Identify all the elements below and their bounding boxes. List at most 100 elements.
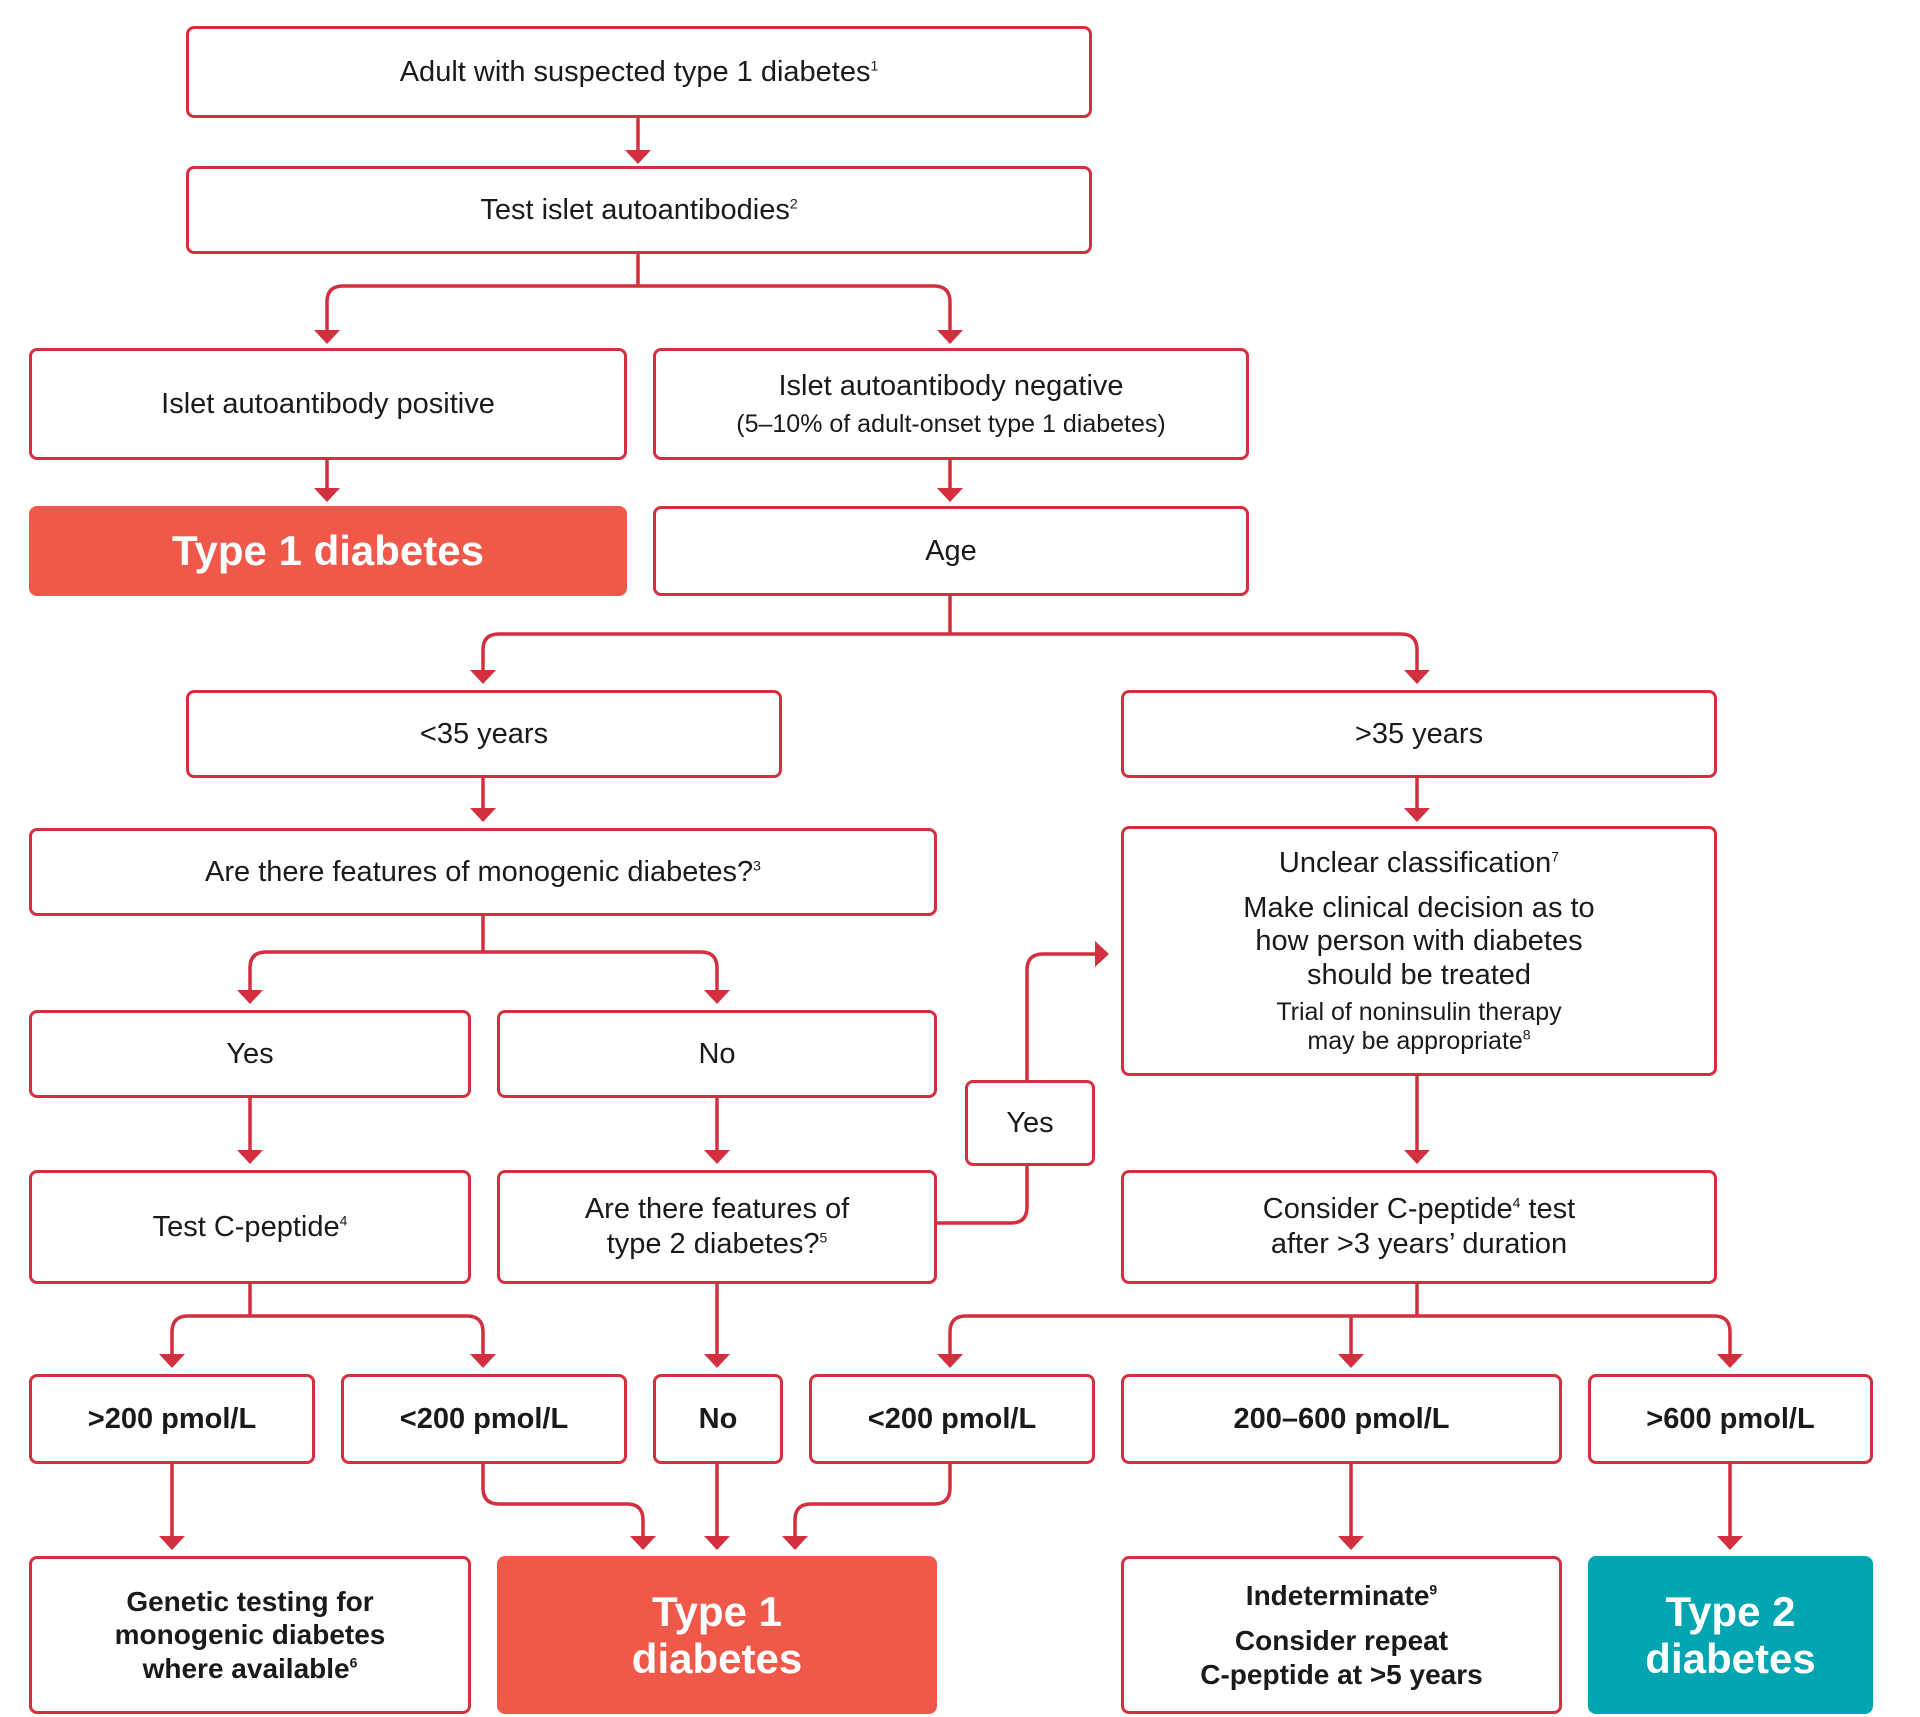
node-text: Yes: [1006, 1106, 1054, 1139]
connector-cpep-split: [170, 1282, 485, 1356]
node-line: how person with diabetes: [1255, 925, 1583, 958]
outcome-genetic-testing: Genetic testing for monogenic diabetes w…: [29, 1556, 471, 1714]
arrowhead: [159, 1536, 185, 1550]
arrowhead: [470, 1354, 496, 1368]
node-unclear-classification: Unclear classification7 Make clinical de…: [1121, 826, 1717, 1076]
node-text: Age: [925, 534, 977, 567]
arrowhead: [704, 990, 730, 1004]
footnote-ref: 4: [1512, 1194, 1521, 1211]
node-text: <200 pmol/L: [867, 1402, 1037, 1435]
node-title: Indeterminate: [1245, 1579, 1430, 1611]
node-text: No: [698, 1037, 736, 1070]
node-consider-cpeptide: Consider C-peptide4 test after >3 years’…: [1121, 1170, 1717, 1284]
node-text: Adult with suspected type 1 diabetes: [399, 55, 871, 88]
outcome-line: Type 1: [652, 1587, 782, 1635]
node-monogenic-question: Are there features of monogenic diabetes…: [29, 828, 937, 916]
connector-consider-split: [948, 1282, 1732, 1356]
footnote-ref: 2: [789, 194, 798, 211]
node-line: type 2 diabetes?: [606, 1228, 820, 1260]
node-line: Make clinical decision as to: [1243, 891, 1595, 924]
connector-test-split: [325, 252, 952, 332]
arrowhead: [1404, 1150, 1430, 1164]
footnote-ref: 6: [349, 1654, 358, 1671]
node-gt200-left: >200 pmol/L: [29, 1374, 315, 1464]
node-text: Yes: [226, 1037, 274, 1070]
arrowhead: [937, 488, 963, 502]
outcome-line: diabetes: [631, 1635, 803, 1682]
node-text: No: [698, 1402, 738, 1435]
connector-monogenic-split: [248, 914, 719, 992]
footnote-ref: 9: [1429, 1581, 1438, 1598]
arrowhead: [1717, 1354, 1743, 1368]
outcome-text: Type 1 diabetes: [171, 526, 484, 574]
node-text: Are there features of monogenic diabetes…: [205, 855, 754, 888]
node-text: Islet autoantibody negative: [778, 369, 1124, 402]
node-text: >200 pmol/L: [87, 1402, 257, 1435]
arrowhead: [470, 670, 496, 684]
node-line: where available: [142, 1652, 350, 1684]
node-test-cpeptide: Test C-peptide4: [29, 1170, 471, 1284]
node-text: <35 years: [419, 717, 549, 750]
arrowhead: [937, 1354, 963, 1368]
outcome-line: diabetes: [1645, 1635, 1816, 1682]
node-lt200-left: <200 pmol/L: [341, 1374, 627, 1464]
node-text: 200–600 pmol/L: [1233, 1402, 1450, 1435]
node-line: monogenic diabetes: [114, 1619, 386, 1651]
connector-age-split: [481, 594, 1419, 672]
node-under-35: <35 years: [186, 690, 782, 778]
arrowhead: [1404, 670, 1430, 684]
footnote-ref: 5: [819, 1229, 828, 1246]
arrowhead: [1404, 808, 1430, 822]
outcome-indeterminate: Indeterminate9 Consider repeat C-peptide…: [1121, 1556, 1562, 1714]
node-subtext: (5–10% of adult-onset type 1 diabetes): [736, 410, 1166, 439]
arrowheads: [159, 150, 1743, 1550]
node-yes-monogenic: Yes: [29, 1010, 471, 1098]
node-line: test: [1520, 1193, 1576, 1226]
node-test-islet: Test islet autoantibodies2: [186, 166, 1092, 254]
node-line: should be treated: [1306, 958, 1532, 991]
node-text: >35 years: [1354, 717, 1484, 750]
node-text: Test islet autoantibodies: [480, 193, 790, 226]
outcome-type2-bottom: Type 2 diabetes: [1588, 1556, 1873, 1714]
node-text: Islet autoantibody positive: [161, 387, 495, 420]
node-text: <200 pmol/L: [399, 1402, 569, 1435]
node-yes-type2-features: Yes: [965, 1080, 1095, 1166]
node-text: >600 pmol/L: [1646, 1402, 1815, 1435]
arrowhead: [625, 150, 651, 164]
node-line: Genetic testing for: [126, 1585, 374, 1617]
arrowhead: [1717, 1536, 1743, 1550]
arrowhead: [1338, 1536, 1364, 1550]
footnote-ref: 4: [339, 1211, 348, 1228]
node-line: Trial of noninsulin therapy: [1276, 997, 1562, 1026]
outcome-line: Type 2: [1665, 1587, 1796, 1635]
outcome-type1-bottom: Type 1 diabetes: [497, 1556, 937, 1714]
arrowhead: [1095, 941, 1109, 967]
node-over-35: >35 years: [1121, 690, 1717, 778]
footnote-ref: 1: [870, 56, 879, 73]
arrowhead: [704, 1354, 730, 1368]
footnote-ref: 7: [1551, 847, 1560, 864]
arrowhead: [937, 330, 963, 344]
node-line: Consider C-peptide: [1262, 1193, 1513, 1226]
arrowhead: [1338, 1354, 1364, 1368]
arrowhead: [314, 330, 340, 344]
arrowhead: [782, 1536, 808, 1550]
node-200-600: 200–600 pmol/L: [1121, 1374, 1562, 1464]
arrowhead: [237, 1150, 263, 1164]
arrowhead: [237, 990, 263, 1004]
arrowhead: [704, 1150, 730, 1164]
node-line: Consider repeat: [1234, 1625, 1449, 1657]
footnote-ref: 8: [1522, 1026, 1531, 1043]
arrowhead: [159, 1354, 185, 1368]
node-no-type2-features: No: [653, 1374, 783, 1464]
arrowhead: [314, 488, 340, 502]
node-line: after >3 years’ duration: [1270, 1228, 1568, 1260]
node-line: may be appropriate: [1307, 1026, 1523, 1055]
outcome-type1-top: Type 1 diabetes: [29, 506, 627, 596]
connector-lt200left-type1: [481, 1462, 645, 1538]
node-line: C-peptide at >5 years: [1200, 1658, 1483, 1690]
node-autoantibody-negative: Islet autoantibody negative (5–10% of ad…: [653, 348, 1249, 460]
node-adult-suspected: Adult with suspected type 1 diabetes1: [186, 26, 1092, 118]
node-lt200-right: <200 pmol/L: [809, 1374, 1095, 1464]
arrowhead: [630, 1536, 656, 1550]
